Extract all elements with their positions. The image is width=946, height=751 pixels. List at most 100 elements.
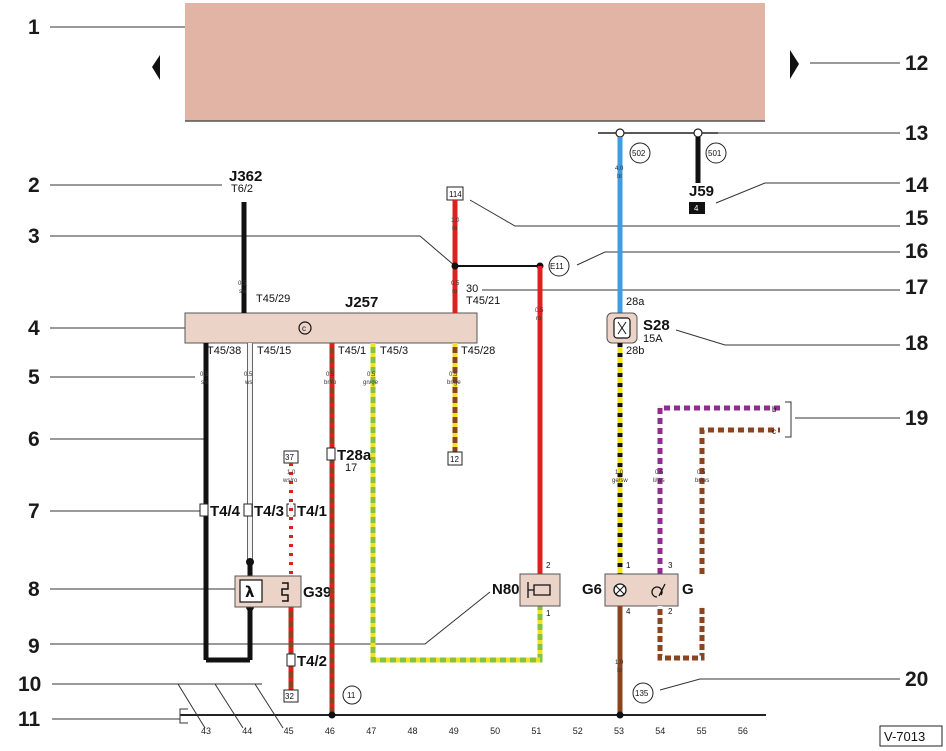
svg-text:0.5: 0.5: [367, 372, 376, 378]
svg-text:ge/sw: ge/sw: [612, 478, 628, 484]
track-number: 49: [449, 726, 459, 736]
svg-text:c: c: [302, 324, 306, 333]
j257-module: [184, 312, 478, 344]
track-number: 50: [490, 726, 500, 736]
track-number: 43: [201, 726, 211, 736]
svg-text:0.5: 0.5: [326, 372, 335, 378]
heater-symbol: [281, 582, 289, 602]
svg-text:sw: sw: [239, 289, 247, 295]
track-number: 51: [531, 726, 541, 736]
conn-t45-21: T45/21: [466, 295, 500, 307]
g39-label: G39: [303, 584, 331, 601]
svg-text:gn/ge: gn/ge: [363, 380, 379, 386]
svg-text:1.0: 1.0: [451, 218, 460, 224]
j257-label: J257: [345, 294, 378, 311]
svg-text:1.0: 1.0: [615, 660, 624, 666]
g6-label: G6: [582, 581, 602, 598]
track-number: 53: [614, 726, 624, 736]
callout-11: 11: [18, 708, 41, 731]
header-panel: [185, 3, 765, 121]
track-numbers: 43 44 45 46 47 48 49 50 51 52 53 54 55 56: [201, 726, 748, 736]
callout-14: 14: [905, 174, 929, 197]
lambda-symbol: λ: [245, 583, 255, 601]
svg-text:28a: 28a: [626, 296, 645, 308]
svg-text:br/ro: br/ro: [324, 380, 337, 386]
callout-18: 18: [905, 332, 929, 355]
svg-text:4: 4: [694, 204, 699, 213]
bracket-11: [179, 708, 188, 724]
svg-text:1.0: 1.0: [287, 470, 296, 476]
svg-text:0.5: 0.5: [697, 470, 706, 476]
svg-text:2: 2: [668, 607, 673, 616]
callout-13: 13: [905, 122, 928, 145]
n80-component: [519, 573, 561, 607]
svg-text:ro: ro: [452, 289, 458, 295]
callout-2: 2: [28, 174, 40, 197]
svg-text:4: 4: [626, 607, 631, 616]
page-left-arrow[interactable]: [152, 55, 160, 80]
svg-text:li/ws: li/ws: [653, 478, 665, 484]
track-number: 46: [325, 726, 335, 736]
callout-5: 5: [28, 366, 40, 389]
svg-text:b: b: [772, 405, 777, 414]
conn-t4-1: T4/1: [297, 503, 327, 520]
circle-11: [342, 685, 362, 705]
conn-t45-29: T45/29: [256, 293, 290, 305]
svg-text:135: 135: [635, 689, 649, 698]
circle-501: [705, 142, 727, 164]
svg-text:ro: ro: [536, 316, 542, 322]
j59-label: J59: [689, 183, 714, 200]
callout-7: 7: [28, 500, 40, 523]
j257-symbol: [298, 321, 312, 335]
svg-text:4.0: 4.0: [615, 166, 624, 172]
svg-text:28b: 28b: [626, 345, 644, 357]
conn-t45-3: T45/3: [380, 345, 408, 357]
conn-t4-4: T4/4: [210, 503, 241, 520]
track-number: 44: [242, 726, 252, 736]
conn-t45-28: T45/28: [461, 345, 495, 357]
page-right-arrow[interactable]: [790, 50, 799, 79]
wire-brown-white-55: [699, 427, 780, 574]
conn-t4-2: T4/2: [297, 653, 327, 670]
track-number: 47: [366, 726, 376, 736]
track-number: 48: [408, 726, 418, 736]
track-number: 54: [655, 726, 665, 736]
callout-4: 4: [28, 317, 40, 340]
sender-symbol: [651, 583, 666, 598]
figure-id: V-7013: [884, 729, 925, 744]
j59-box: [689, 202, 705, 214]
conn-t45-1: T45/1: [338, 345, 366, 357]
svg-text:32: 32: [285, 692, 294, 701]
valve-symbol: [527, 582, 551, 598]
svg-text:bl: bl: [617, 174, 622, 180]
svg-text:br: br: [617, 668, 622, 674]
bracket-19: [785, 401, 792, 438]
wire-brown-violet-return: [657, 606, 705, 661]
box-12: [447, 451, 463, 466]
term-30: 30: [466, 283, 478, 295]
svg-text:0.5: 0.5: [655, 470, 664, 476]
track-number: 56: [738, 726, 748, 736]
svg-text:501: 501: [708, 149, 722, 158]
callout-15: 15: [905, 207, 929, 230]
svg-text:0.5: 0.5: [451, 281, 460, 287]
s28-amp: 15A: [643, 333, 663, 345]
j362-label: J362: [229, 168, 262, 185]
callout-16: 16: [905, 240, 928, 263]
e11-circle: [548, 255, 570, 277]
svg-text:2: 2: [546, 561, 551, 570]
callout-3: 3: [28, 225, 40, 248]
callout-9: 9: [28, 635, 40, 658]
svg-text:0.5: 0.5: [244, 372, 253, 378]
svg-text:1: 1: [626, 561, 631, 570]
callout-19: 19: [905, 407, 928, 430]
conn-t28a-pin: 17: [345, 462, 357, 474]
track-number: 45: [284, 726, 294, 736]
track-number: 52: [573, 726, 583, 736]
figure-id-box: [879, 725, 943, 747]
svg-text:114: 114: [449, 190, 462, 199]
lambda-box: [239, 579, 263, 603]
svg-text:1: 1: [546, 609, 551, 618]
track-number: 55: [697, 726, 707, 736]
